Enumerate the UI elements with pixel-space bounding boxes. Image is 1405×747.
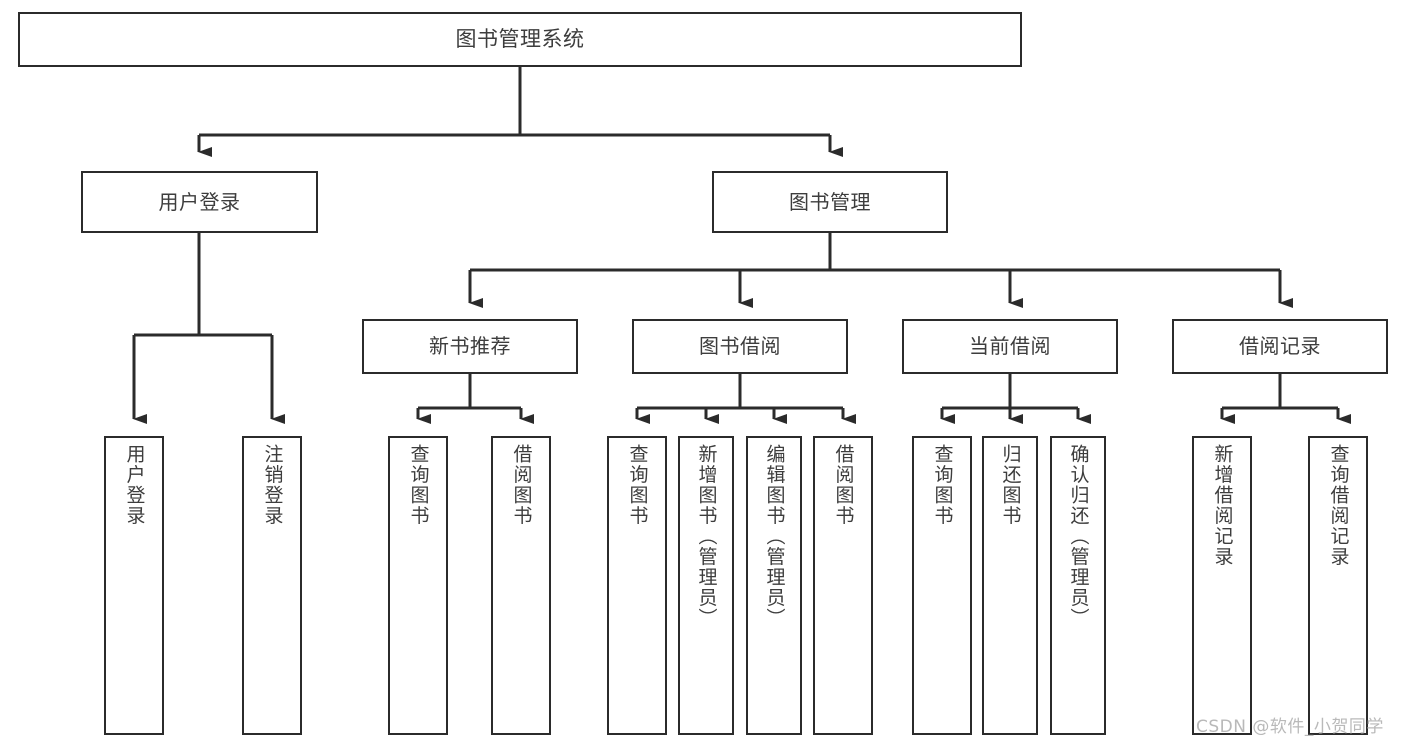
leaf-current-confirm-return[interactable]: 确认归还（管理员） (1050, 436, 1106, 735)
node-label: 用户登录 (123, 444, 146, 526)
csdn-watermark: CSDN @软件_小贺同学 (1196, 717, 1384, 737)
node-label: 新增图书（管理员） (695, 444, 718, 629)
node-user-login[interactable]: 用户登录 (81, 171, 318, 233)
node-label: 借阅图书 (832, 444, 855, 526)
node-label: 借阅记录 (1239, 334, 1321, 359)
node-label: 查询借阅记录 (1327, 444, 1350, 567)
leaf-current-return-book[interactable]: 归还图书 (982, 436, 1038, 735)
node-label: 查询图书 (407, 444, 430, 526)
node-label: 新增借阅记录 (1211, 444, 1234, 567)
node-label: 查询图书 (931, 444, 954, 526)
node-label: 编辑图书（管理员） (763, 444, 786, 629)
node-root-system[interactable]: 图书管理系统 (18, 12, 1022, 67)
node-label: 借阅图书 (510, 444, 533, 526)
leaf-record-add-record[interactable]: 新增借阅记录 (1192, 436, 1252, 735)
node-label: 注销登录 (261, 444, 284, 526)
node-label: 新书推荐 (429, 334, 511, 359)
leaf-user-login-logout[interactable]: 注销登录 (242, 436, 302, 735)
leaf-current-query-book[interactable]: 查询图书 (912, 436, 972, 735)
node-new-book-recommend[interactable]: 新书推荐 (362, 319, 578, 374)
leaf-record-query-record[interactable]: 查询借阅记录 (1308, 436, 1368, 735)
leaf-user-login-login[interactable]: 用户登录 (104, 436, 164, 735)
node-label: 确认归还（管理员） (1067, 444, 1090, 629)
node-label: 图书借阅 (699, 334, 781, 359)
node-label: 当前借阅 (969, 334, 1051, 359)
leaf-borrow-edit-book[interactable]: 编辑图书（管理员） (746, 436, 802, 735)
node-current-borrow[interactable]: 当前借阅 (902, 319, 1118, 374)
leaf-recommend-query-book[interactable]: 查询图书 (388, 436, 448, 735)
node-label: 图书管理系统 (455, 26, 585, 51)
node-book-borrow[interactable]: 图书借阅 (632, 319, 848, 374)
node-label: 查询图书 (626, 444, 649, 526)
node-label: 用户登录 (158, 189, 241, 214)
node-borrow-record[interactable]: 借阅记录 (1172, 319, 1388, 374)
leaf-borrow-query-book[interactable]: 查询图书 (607, 436, 667, 735)
leaf-recommend-borrow-book[interactable]: 借阅图书 (491, 436, 551, 735)
node-label: 图书管理 (789, 189, 871, 214)
leaf-borrow-add-book[interactable]: 新增图书（管理员） (678, 436, 734, 735)
node-label: 归还图书 (999, 444, 1022, 526)
leaf-borrow-borrow-book[interactable]: 借阅图书 (813, 436, 873, 735)
node-book-management[interactable]: 图书管理 (712, 171, 948, 233)
